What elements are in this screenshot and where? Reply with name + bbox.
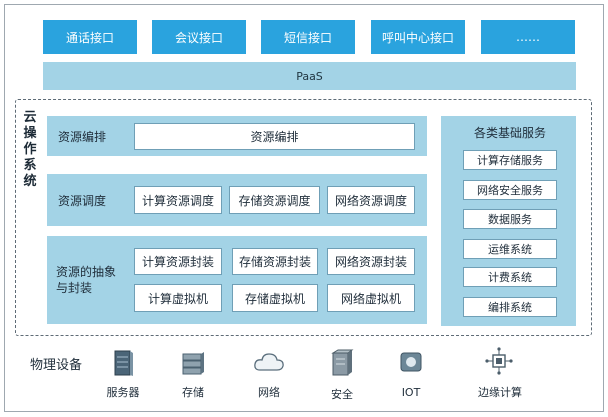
edge-computing-icon (484, 346, 514, 376)
service-data: 数据服务 (463, 209, 557, 229)
abstraction-label: 资源的抽象 与封装 (56, 264, 116, 296)
cloud-network-icon (253, 350, 285, 374)
paas-bar: PaaS (43, 62, 576, 90)
cloud-os-title: 云 操 作 系 统 (20, 110, 40, 190)
interface-box-meeting: 会议接口 (152, 20, 246, 54)
server-label: 服务器 (106, 386, 140, 399)
interface-box-more: …… (481, 20, 575, 54)
storage-scheduling-cell: 存储资源调度 (229, 186, 320, 214)
cloud-os-title-char: 系 (23, 158, 37, 173)
storage-icon (180, 350, 206, 378)
cloud-os-title-char: 作 (23, 142, 37, 157)
service-billing: 计费系统 (463, 267, 557, 287)
diagram-frame (4, 4, 604, 412)
security-device-icon (329, 348, 355, 378)
iot-label: IOT (401, 386, 421, 399)
storage-vm-cell: 存储虚拟机 (232, 284, 318, 312)
security-label: 安全 (331, 388, 353, 401)
service-compute-storage: 计算存储服务 (463, 150, 557, 170)
storage-label: 存储 (182, 386, 204, 399)
cloud-os-title-char: 操 (23, 126, 37, 141)
network-vm-cell: 网络虚拟机 (327, 284, 415, 312)
network-label: 网络 (258, 386, 280, 399)
scheduling-label: 资源调度 (58, 194, 107, 208)
service-orchestration: 编排系统 (463, 297, 557, 317)
cloud-os-title-char: 云 (23, 110, 37, 125)
service-ops: 运维系统 (463, 239, 557, 259)
edge-computing-label: 边缘计算 (478, 386, 522, 399)
server-icon (111, 348, 135, 378)
interface-box-call: 通话接口 (43, 20, 137, 54)
orchestration-label: 资源编排 (58, 130, 107, 144)
compute-encapsulation-cell: 计算资源封装 (134, 248, 222, 275)
cloud-os-container (15, 99, 592, 336)
iot-icon (397, 349, 425, 375)
abstraction-label-line: 与封装 (56, 281, 93, 295)
service-network-security: 网络安全服务 (463, 180, 557, 200)
interface-box-sms: 短信接口 (261, 20, 355, 54)
abstraction-label-line: 资源的抽象 (56, 265, 117, 279)
interface-box-call-center: 呼叫中心接口 (371, 20, 465, 54)
services-title: 各类基础服务 (473, 126, 546, 140)
network-encapsulation-cell: 网络资源封装 (327, 248, 415, 275)
cloud-os-title-char: 统 (23, 174, 37, 189)
compute-scheduling-cell: 计算资源调度 (134, 186, 222, 214)
network-scheduling-cell: 网络资源调度 (327, 186, 415, 214)
orchestration-cell: 资源编排 (134, 123, 415, 150)
compute-vm-cell: 计算虚拟机 (134, 284, 222, 312)
storage-encapsulation-cell: 存储资源封装 (232, 248, 318, 275)
physical-devices-label: 物理设备 (30, 358, 83, 373)
